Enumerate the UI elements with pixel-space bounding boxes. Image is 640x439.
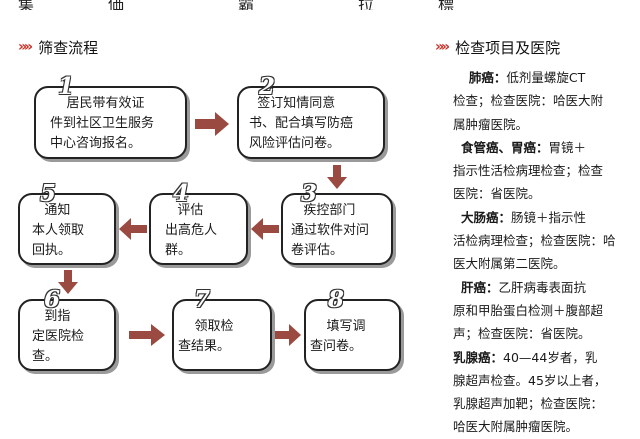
top-fragment: 価 — [108, 0, 125, 10]
arrow-right-6-7-icon — [129, 324, 165, 346]
exam-items-title: »» 检查项目及医院 — [435, 37, 560, 57]
screening-process-label: 筛查流程 — [38, 38, 99, 57]
arrow-right-1-2-icon — [195, 112, 229, 136]
step-number: 2 — [259, 73, 276, 100]
step-4-text: 评估 出高危人 群。 — [165, 203, 218, 258]
step-5-box: 5 通知 本人领取 回执。 — [18, 182, 116, 265]
exam-items-list: 肺癌：低剂量螺旋CT 检查；检查医院：哈医大附属肿瘤医院。 食管癌、胃癌：胃镜＋ 指… — [453, 66, 635, 439]
exam-item-line: 哈医大附属肿瘤医院。 — [453, 415, 635, 438]
arrow-down-2-3-icon — [327, 165, 347, 189]
step-number: 3 — [301, 180, 318, 207]
exam-detail-text: 声；检查医院：省医院。 — [453, 326, 591, 342]
line-indent — [453, 210, 461, 225]
exam-detail-text: 低剂量螺旋CT — [506, 70, 586, 85]
arrow-down-5-6-icon — [58, 270, 78, 294]
step-7-box: 7 领取检 查结果。 — [172, 288, 272, 371]
cancer-type-label: 肝癌： — [460, 279, 499, 295]
exam-item-line: 指示性活检病理检查；检查 — [453, 159, 635, 182]
exam-item-line: 声；检查医院：省医院。 — [453, 322, 635, 345]
arrow-right-7-8-icon — [275, 324, 301, 346]
step-3-box: 3 疾控部门 通过软件对问 卷评估。 — [281, 182, 393, 265]
exam-detail-text: 活检病理检查；检查医院：哈 — [453, 233, 616, 249]
step-number: 1 — [58, 73, 75, 100]
top-fragment: 標 — [438, 0, 455, 10]
exam-detail-text: 40—44岁者，乳 — [503, 349, 598, 365]
cancer-type-label: 大肠癌： — [460, 209, 511, 225]
double-chevron-icon: »» — [435, 39, 450, 55]
exam-item-line: 肺癌：低剂量螺旋CT — [453, 66, 635, 89]
step-2-box: 2 签订知情同意 书、配合填写防癌 风险评估问卷。 — [237, 75, 385, 159]
line-indent — [453, 70, 469, 85]
step-6-text: 到指 定医院检 查。 — [32, 309, 85, 364]
exam-detail-text: 哈医大附属肿瘤医院。 — [453, 419, 579, 435]
exam-item-line: 属肿瘤医院。 — [453, 113, 635, 136]
arrow-left-3-4-icon — [251, 218, 279, 240]
step-5-text: 通知 本人领取 回执。 — [32, 203, 85, 258]
exam-detail-text: 指示性活检病理检查；检查 — [453, 163, 604, 179]
step-number: 8 — [328, 286, 345, 313]
exam-item-line: 检查；检查医院：哈医大附 — [453, 89, 635, 112]
exam-item-line: 食管癌、胃癌：胃镜＋ — [453, 136, 635, 159]
step-8-text: 填写调 查问卷。 — [310, 319, 366, 354]
cancer-type-label: 肺癌： — [468, 70, 507, 85]
line-indent — [453, 140, 461, 155]
cancer-type-label: 乳腺癌： — [453, 349, 504, 365]
exam-item-line: 乳腺癌：40—44岁者，乳 — [453, 346, 635, 369]
step-number: 4 — [173, 180, 190, 207]
step-6-box: 6 到指 定医院检 查。 — [18, 288, 116, 371]
step-8-box: 8 填写调 查问卷。 — [304, 288, 401, 371]
exam-detail-text: 胃镜＋ — [548, 139, 586, 155]
arrow-left-4-5-icon — [119, 218, 147, 240]
step-1-text: 居民带有效证 件到社区卫生服务 中心咨询报名。 — [50, 96, 155, 151]
exam-item-line: 原和甲胎蛋白检测＋腹部超 — [453, 299, 635, 322]
top-fragment: 霸 — [238, 0, 255, 10]
step-3-text: 疾控部门 通过软件对问 卷评估。 — [291, 203, 370, 258]
top-fragment: 拉 — [358, 0, 375, 10]
step-number: 5 — [40, 180, 57, 207]
exam-detail-text: 原和甲胎蛋白检测＋腹部超 — [453, 302, 604, 318]
double-chevron-icon: »» — [18, 39, 33, 55]
step-1-box: 1 居民带有效证 件到社区卫生服务 中心咨询报名。 — [34, 75, 187, 159]
cancer-type-label: 食管癌、胃癌： — [460, 139, 549, 155]
exam-detail-text: 腺超声检查。45岁以上者， — [453, 372, 607, 388]
exam-detail-text: 乙肝病毒表面抗 — [498, 279, 586, 295]
top-fragment: 集 — [18, 0, 35, 10]
screening-process-title: »» 筛查流程 — [18, 37, 98, 57]
exam-detail-text: 肠镜＋指示性 — [510, 209, 586, 225]
exam-detail-text: 医院：省医院。 — [453, 186, 541, 202]
step-number: 6 — [44, 286, 61, 313]
exam-item-line: 大肠癌：肠镜＋指示性 — [453, 206, 635, 229]
cropped-top-text: 集 価 霸 拉 標 — [0, 0, 640, 10]
step-number: 7 — [194, 286, 211, 313]
exam-detail-text: 医大附属第二医院。 — [453, 256, 566, 272]
exam-item-line: 医院：省医院。 — [453, 182, 635, 205]
step-2-text: 签订知情同意 书、配合填写防癌 风险评估问卷。 — [249, 96, 354, 151]
line-indent — [453, 280, 461, 295]
exam-item-line: 肝癌：乙肝病毒表面抗 — [453, 276, 635, 299]
exam-item-line: 活检病理检查；检查医院：哈 — [453, 229, 635, 252]
step-7-text: 领取检 查结果。 — [178, 319, 234, 354]
exam-detail-text: 检查；检查医院：哈医大附 — [453, 93, 604, 109]
exam-items-label: 检查项目及医院 — [455, 38, 561, 57]
exam-item-line: 医大附属第二医院。 — [453, 252, 635, 275]
exam-detail-text: 属肿瘤医院。 — [453, 116, 529, 132]
exam-item-line: 腺超声检查。45岁以上者， — [453, 369, 635, 392]
step-4-box: 4 评估 出高危人 群。 — [149, 182, 248, 265]
